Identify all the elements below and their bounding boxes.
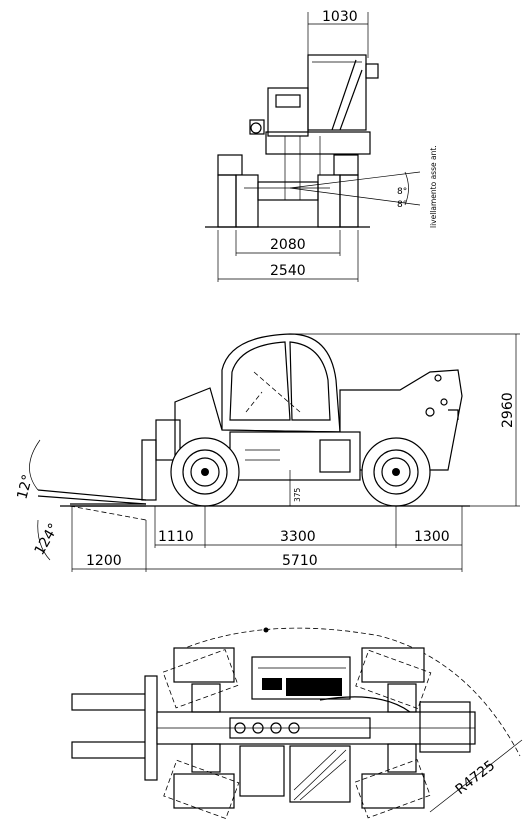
side-view: 2960 375 12° 124°	[14, 333, 520, 572]
cab-window-rear	[289, 341, 331, 421]
dim-1200: 1200	[86, 553, 122, 569]
wheel-rl	[361, 647, 425, 683]
dim-1110: 1110	[158, 529, 194, 545]
front-view: 1030 8° 8° livellamento asse ant.	[205, 9, 438, 282]
turning-arc	[179, 627, 521, 757]
wheel-fl	[173, 647, 235, 683]
wheel-left	[235, 174, 259, 228]
dim-375: 375	[293, 487, 302, 502]
wheel-fr	[173, 773, 235, 809]
angle-8-b: 8°	[397, 200, 407, 210]
frame-side	[229, 431, 361, 481]
dim-2540: 2540	[270, 263, 306, 279]
fork-top-left	[71, 693, 147, 711]
cab-outline	[307, 54, 367, 131]
fender-right	[333, 154, 359, 176]
fork-tilt-up	[37, 489, 147, 501]
leveling-note: livellamento asse ant.	[429, 145, 438, 228]
dim-2960: 2960	[500, 392, 516, 428]
dim-3300: 3300	[280, 529, 316, 545]
top-view: R4725	[71, 627, 523, 820]
axle	[257, 181, 319, 201]
dim-1030: 1030	[322, 9, 358, 25]
wheel-rr	[361, 773, 425, 809]
carriage	[141, 439, 157, 501]
dim-5710: 5710	[282, 553, 318, 569]
wheel-right	[317, 174, 341, 228]
mirror	[365, 63, 379, 79]
angle-124: 124°	[32, 521, 63, 558]
cab-side	[221, 333, 341, 433]
fender-left	[217, 154, 243, 176]
dim-2080: 2080	[270, 237, 306, 253]
fork-top-right	[71, 741, 147, 759]
angle-12: 12°	[14, 473, 36, 501]
angle-8-a: 8°	[397, 187, 407, 197]
carriage-top	[144, 675, 158, 781]
chassis-top	[265, 131, 371, 155]
dim-r4725: R4725	[453, 758, 499, 799]
boom-head	[267, 87, 309, 137]
fork-tilt-down	[69, 505, 147, 521]
dim-1300: 1300	[414, 529, 450, 545]
cab-window-front	[229, 341, 291, 421]
